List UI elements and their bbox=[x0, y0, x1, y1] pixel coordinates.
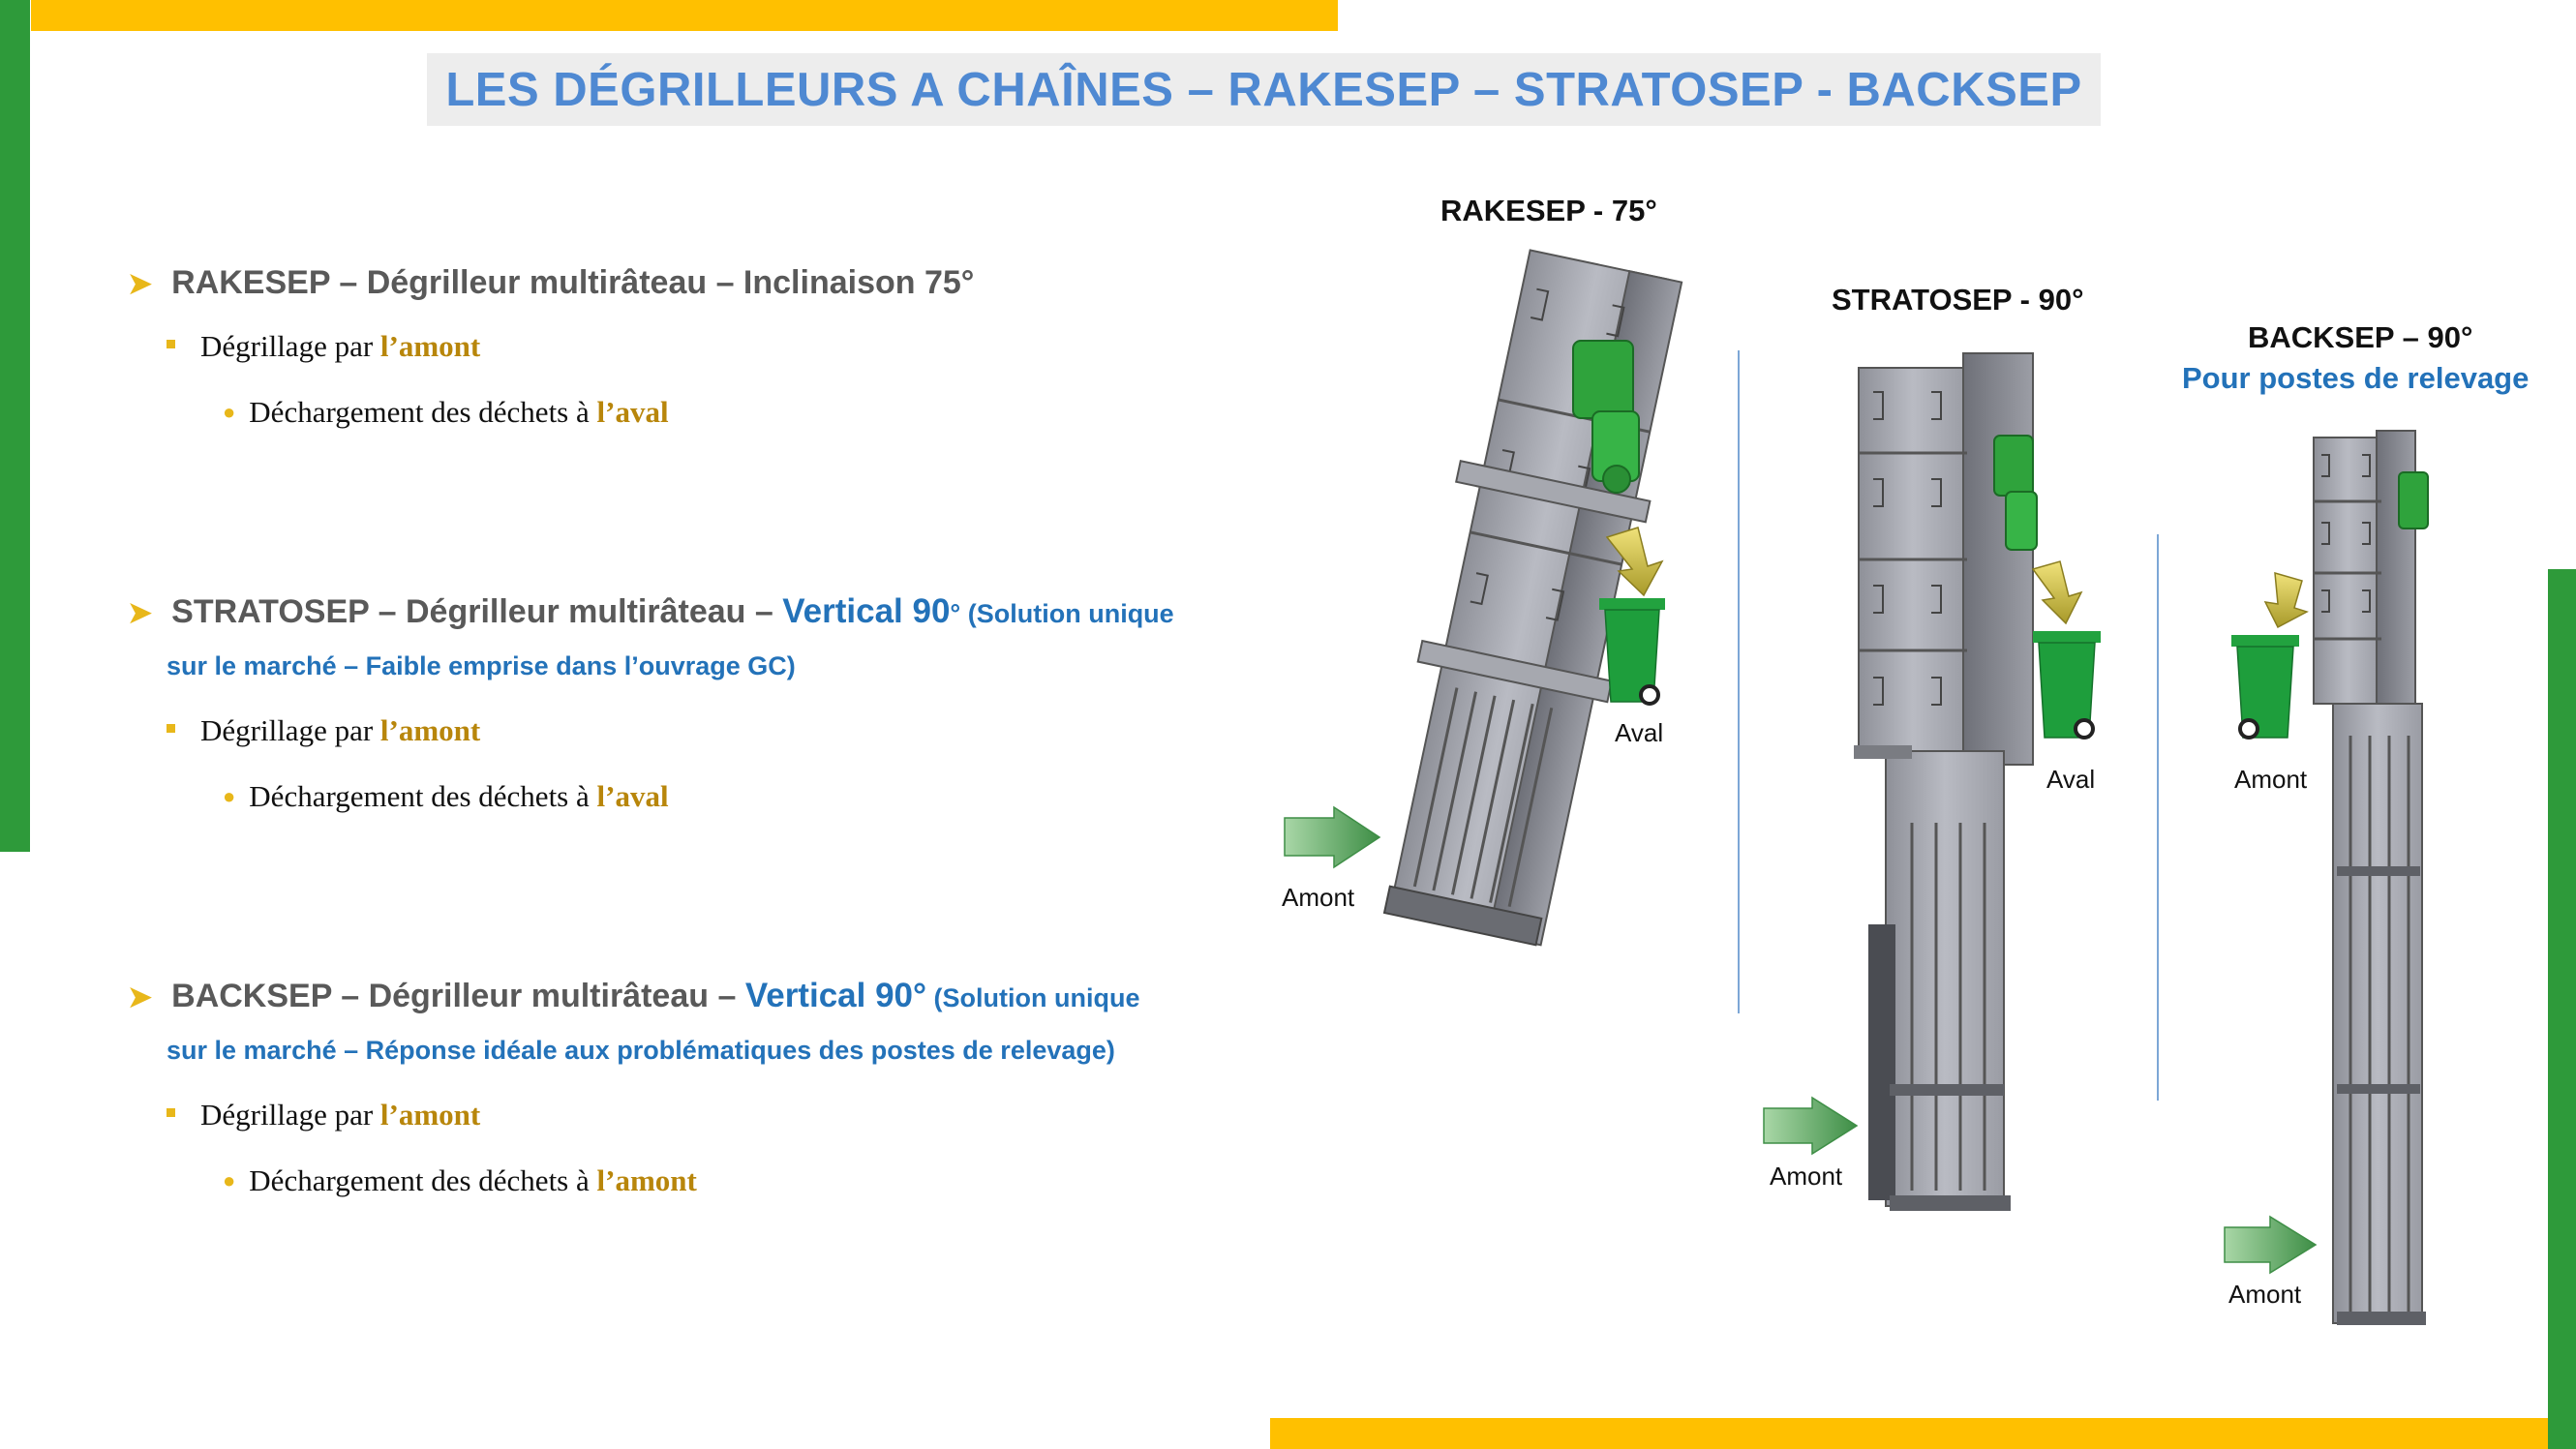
bullet-rakesep-sub: Dégrillage par l’amont bbox=[167, 329, 480, 364]
discharge-arrow-icon bbox=[1605, 527, 1664, 597]
rakesep-label: RAKESEP - 75° bbox=[1440, 194, 1657, 227]
flow-arrow-icon bbox=[2224, 1215, 2318, 1275]
left-accent-bar bbox=[0, 0, 30, 852]
bullet-rakesep: ➤ RAKESEP – Dégrilleur multirâteau – Incl… bbox=[128, 264, 974, 302]
top-accent-bar bbox=[31, 0, 1338, 31]
bullet-arrow-icon: ➤ bbox=[128, 268, 153, 300]
waste-bin-icon bbox=[2033, 631, 2101, 740]
motor-icon bbox=[2398, 471, 2429, 529]
discharge-arrow-icon bbox=[2031, 560, 2083, 625]
sub-prefix: Dégrillage par bbox=[200, 713, 380, 747]
motor-icon bbox=[1993, 435, 2038, 551]
bullet-stratosep-sub: Dégrillage par l’amont bbox=[167, 713, 480, 748]
waste-bin-icon bbox=[1599, 598, 1665, 706]
bullet-backsep-subsub: ● Déchargement des déchets à l’amont bbox=[223, 1163, 697, 1198]
bullet-square-icon bbox=[167, 1108, 175, 1118]
bullet-dot-icon: ● bbox=[223, 1168, 236, 1192]
sub-value: l’amont bbox=[379, 713, 481, 747]
sub-value: l’amont bbox=[379, 1098, 481, 1132]
flow-arrow-icon bbox=[1284, 805, 1381, 869]
bullet-dot-icon: ● bbox=[223, 400, 236, 424]
subsub-prefix: Déchargement des déchets à bbox=[249, 779, 597, 813]
bottom-accent-bar bbox=[1270, 1418, 2548, 1449]
slide-title: LES DÉGRILLEURS A CHAÎNES – RAKESEP – ST… bbox=[445, 63, 2082, 116]
sub-value: l’amont bbox=[379, 329, 481, 363]
separator-line-2 bbox=[2157, 534, 2159, 1101]
rakesep-machine bbox=[1284, 249, 1683, 947]
bullet-rakesep-subsub: ● Déchargement des déchets à l’aval bbox=[223, 395, 669, 430]
waste-bin-icon bbox=[2231, 635, 2299, 740]
right-accent-bar bbox=[2548, 569, 2576, 1449]
bullet-square-icon bbox=[167, 340, 175, 349]
main-note: (Solution unique bbox=[960, 599, 1174, 628]
rakesep-bin-label: Aval bbox=[1615, 718, 1664, 747]
bullet-backsep: ➤ BACKSEP – Dégrilleur multirâteau – Vert… bbox=[128, 977, 1139, 1015]
bullet-arrow-icon: ➤ bbox=[128, 981, 153, 1013]
backsep-inlet-label: Amont bbox=[2228, 1280, 2302, 1309]
flow-arrow-icon bbox=[1763, 1096, 1859, 1156]
sub-prefix: Dégrillage par bbox=[200, 329, 380, 363]
stratosep-label: STRATOSEP - 90° bbox=[1832, 283, 2084, 317]
stratosep-inlet-label: Amont bbox=[1770, 1162, 1843, 1191]
main-prefix: STRATOSEP – Dégrilleur multirâteau – bbox=[171, 593, 783, 630]
subsub-value: l’amont bbox=[596, 1163, 697, 1197]
main-highlight: Vertical 90 bbox=[782, 592, 951, 630]
slide-title-box: LES DÉGRILLEURS A CHAÎNES – RAKESEP – ST… bbox=[427, 53, 2101, 126]
bullet-backsep-continuation: sur le marché – Réponse idéale aux probl… bbox=[167, 1036, 1115, 1065]
bullet-backsep-sub: Dégrillage par l’amont bbox=[167, 1098, 480, 1132]
rakesep-inlet-label: Amont bbox=[1282, 883, 1355, 912]
bullet-stratosep-subsub: ● Déchargement des déchets à l’aval bbox=[223, 779, 669, 814]
subsub-value: l’aval bbox=[596, 779, 669, 813]
main-degree: ° bbox=[950, 599, 961, 628]
bullet-rakesep-text: RAKESEP – Dégrilleur multirâteau – Incli… bbox=[171, 264, 975, 301]
bullet-stratosep: ➤ STRATOSEP – Dégrilleur multirâteau – Ve… bbox=[128, 592, 1174, 631]
motor-icon bbox=[1572, 340, 1640, 494]
bullet-arrow-icon: ➤ bbox=[128, 597, 153, 629]
backsep-machine bbox=[2224, 430, 2429, 1325]
main-prefix: BACKSEP – Dégrilleur multirâteau – bbox=[171, 978, 745, 1014]
main-highlight: Vertical 90° bbox=[744, 977, 926, 1014]
sub-prefix: Dégrillage par bbox=[200, 1098, 380, 1132]
bullet-stratosep-continuation: sur le marché – Faible emprise dans l’ou… bbox=[167, 651, 796, 680]
backsep-sublabel: Pour postes de relevage bbox=[2182, 361, 2530, 395]
bullet-square-icon bbox=[167, 724, 175, 734]
separator-line-1 bbox=[1738, 350, 1740, 1013]
discharge-arrow-icon bbox=[2263, 571, 2309, 629]
stratosep-machine bbox=[1763, 352, 2101, 1211]
subsub-value: l’aval bbox=[596, 395, 669, 429]
backsep-bin-label: Amont bbox=[2234, 765, 2308, 794]
subsub-prefix: Déchargement des déchets à bbox=[249, 1163, 597, 1197]
backsep-label: BACKSEP – 90° bbox=[2248, 320, 2473, 354]
stratosep-bin-label: Aval bbox=[2046, 765, 2096, 794]
main-note: (Solution unique bbox=[926, 983, 1140, 1012]
bullet-dot-icon: ● bbox=[223, 784, 236, 808]
subsub-prefix: Déchargement des déchets à bbox=[249, 395, 597, 429]
